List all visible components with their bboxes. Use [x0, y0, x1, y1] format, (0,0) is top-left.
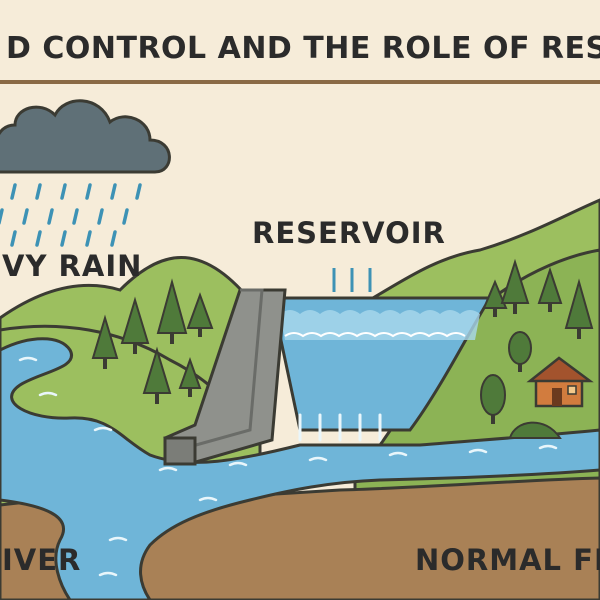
- tree-icon: [91, 314, 119, 369]
- tree-icon: [482, 279, 508, 317]
- tree-icon: [508, 331, 532, 372]
- label-normal-flow: NORMAL FL: [415, 543, 600, 577]
- label-heavy-rain: VY RAIN: [2, 249, 142, 283]
- label-reservoir: RESERVOIR: [252, 216, 446, 250]
- tree-icon: [564, 278, 594, 339]
- tree-icon: [156, 278, 188, 344]
- reservoir-wave: [284, 332, 466, 338]
- trees: [91, 258, 594, 439]
- tree-icon: [186, 292, 214, 337]
- house-icon: [526, 356, 594, 408]
- label-river: IVER: [2, 543, 81, 577]
- tree-icon: [178, 357, 202, 397]
- dam-icon: [163, 288, 287, 466]
- diagram-title: D CONTROL AND THE ROLE OF RESE: [6, 31, 600, 66]
- dam-outflow: [298, 413, 382, 442]
- tree-icon: [120, 296, 150, 354]
- tree-icon: [537, 266, 563, 312]
- tree-icon: [508, 421, 562, 439]
- tree-icon: [142, 346, 172, 404]
- tree-icon: [480, 374, 506, 424]
- tree-icon: [500, 258, 530, 314]
- river-ripples: [18, 356, 558, 577]
- title-underline: [0, 80, 600, 84]
- reservoir-surface: [280, 310, 480, 340]
- cloud-icon: [0, 99, 171, 174]
- rain-drops-icon: [0, 183, 142, 247]
